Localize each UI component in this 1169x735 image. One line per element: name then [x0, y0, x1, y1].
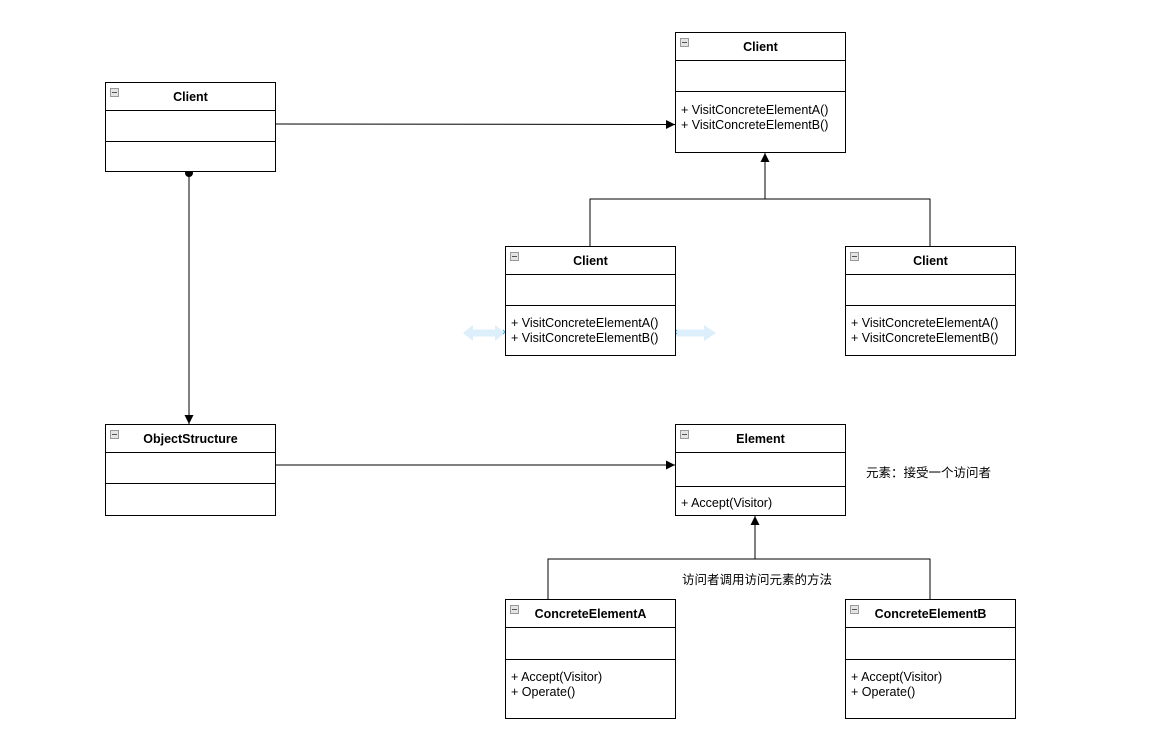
class-name: Client: [173, 89, 208, 104]
class-operations: + Accept(Visitor) + Operate(): [506, 660, 675, 700]
class-name: Client: [913, 253, 948, 268]
connect-arrow-left-icon[interactable]: [463, 325, 505, 341]
class-attributes: [846, 275, 1015, 306]
operation: + Operate(): [851, 685, 916, 699]
inheritance-visitor-a[interactable]: [589, 198, 765, 247]
class-element[interactable]: Element + Accept(Visitor): [675, 424, 846, 516]
class-name: Client: [573, 253, 608, 268]
class-client-concrete-b[interactable]: Client + VisitConcreteElementA() + Visit…: [845, 246, 1016, 356]
operation: + VisitConcreteElementA(): [681, 103, 829, 117]
collapse-icon[interactable]: [850, 605, 859, 614]
class-operations: + VisitConcreteElementA() + VisitConcret…: [676, 92, 845, 133]
class-client-left[interactable]: Client: [105, 82, 276, 172]
class-object-structure[interactable]: ObjectStructure: [105, 424, 276, 516]
element-note[interactable]: 元素：接受一个访问者: [866, 465, 992, 480]
class-header: Client: [106, 83, 275, 111]
class-header: ConcreteElementB: [846, 600, 1015, 628]
class-header: ObjectStructure: [106, 425, 275, 453]
class-operations: + VisitConcreteElementA() + VisitConcret…: [846, 306, 1015, 346]
operation: + Accept(Visitor): [681, 496, 773, 510]
collapse-icon[interactable]: [110, 430, 119, 439]
class-header: ConcreteElementA: [506, 600, 675, 628]
operation: + VisitConcreteElementB(): [511, 331, 659, 345]
class-operations: + VisitConcreteElementA() + VisitConcret…: [506, 306, 675, 346]
collapse-icon[interactable]: [110, 88, 119, 97]
class-client-visitor[interactable]: Client + VisitConcreteElementA() + Visit…: [675, 32, 846, 153]
class-attributes: [506, 628, 675, 660]
operation: + Accept(Visitor): [851, 670, 943, 684]
association-client-visitor[interactable]: [274, 119, 676, 129]
operation: + VisitConcreteElementB(): [681, 118, 829, 132]
class-header: Client: [676, 33, 845, 61]
operation: + Operate(): [511, 685, 576, 699]
connect-arrow-right-icon[interactable]: [676, 325, 716, 341]
class-name: Client: [743, 39, 778, 54]
class-attributes: [106, 111, 275, 142]
class-operations: + Accept(Visitor): [676, 487, 845, 511]
class-name: ConcreteElementA: [534, 606, 647, 621]
class-name: ObjectStructure: [143, 431, 238, 446]
class-header: Client: [506, 247, 675, 275]
inheritance-element-a[interactable]: [547, 558, 755, 600]
operation: + VisitConcreteElementA(): [851, 316, 999, 330]
class-client-concrete-a[interactable]: Client + VisitConcreteElementA() + Visit…: [505, 246, 676, 356]
inheritance-element-b[interactable]: [755, 558, 931, 600]
operation: + Accept(Visitor): [511, 670, 603, 684]
class-attributes: [506, 275, 675, 306]
class-attributes: [676, 453, 845, 487]
class-name: ConcreteElementB: [874, 606, 987, 621]
inheritance-note[interactable]: 访问者调用访问元素的方法: [680, 569, 835, 588]
class-concrete-element-a[interactable]: ConcreteElementA + Accept(Visitor) + Ope…: [505, 599, 676, 719]
collapse-icon[interactable]: [850, 252, 859, 261]
class-operations: + Accept(Visitor) + Operate(): [846, 660, 1015, 700]
class-attributes: [846, 628, 1015, 660]
class-header: Element: [676, 425, 845, 453]
inheritance-visitor-b[interactable]: [765, 198, 931, 247]
class-concrete-element-b[interactable]: ConcreteElementB + Accept(Visitor) + Ope…: [845, 599, 1016, 719]
collapse-icon[interactable]: [510, 605, 519, 614]
collapse-icon[interactable]: [510, 252, 519, 261]
operation: + VisitConcreteElementA(): [511, 316, 659, 330]
collapse-icon[interactable]: [680, 430, 689, 439]
class-header: Client: [846, 247, 1015, 275]
class-name: Element: [736, 431, 785, 446]
collapse-icon[interactable]: [680, 38, 689, 47]
class-attributes: [106, 453, 275, 484]
class-attributes: [676, 61, 845, 92]
operation: + VisitConcreteElementB(): [851, 331, 999, 345]
